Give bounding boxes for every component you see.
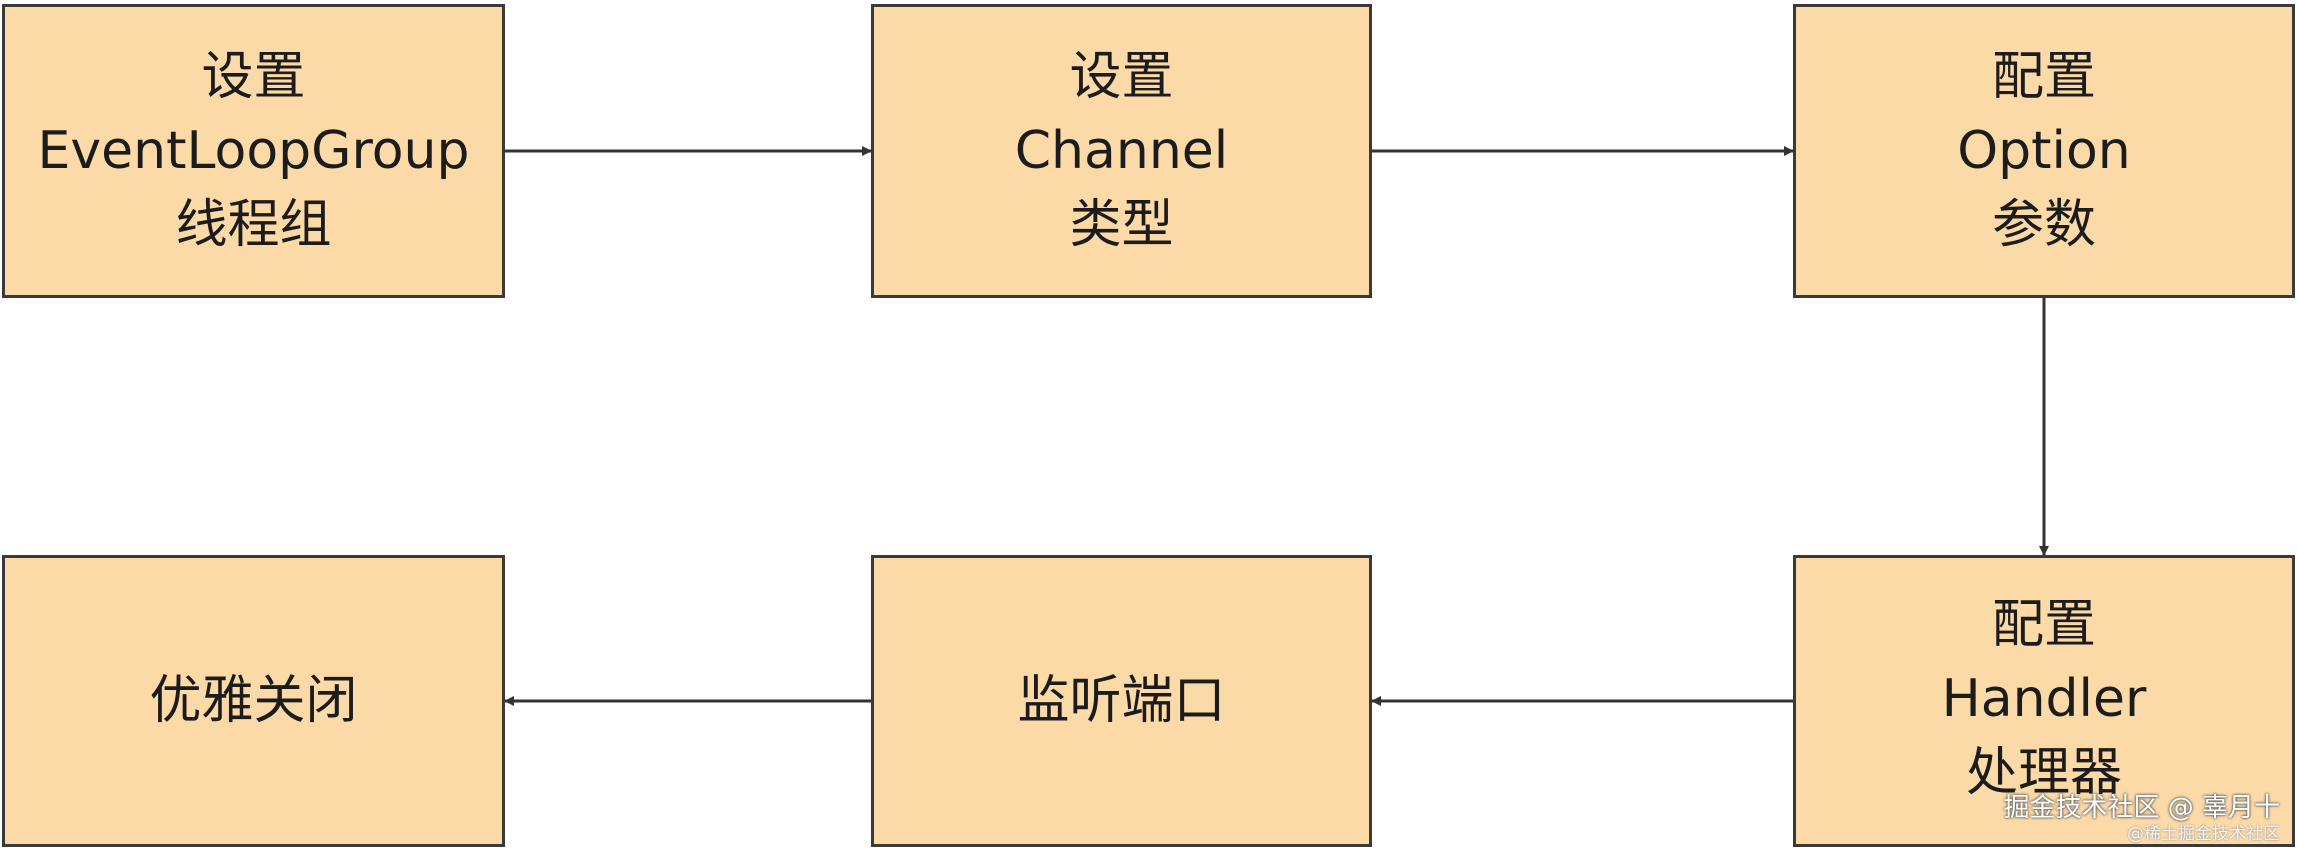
node-listen-port: 监听端口 bbox=[871, 555, 1372, 847]
node-line: 类型 bbox=[1069, 195, 1174, 255]
node-line: Handler bbox=[1941, 669, 2147, 729]
node-line: 线程组 bbox=[175, 195, 332, 255]
node-graceful-shutdown: 优雅关闭 bbox=[2, 555, 505, 847]
node-line: 处理器 bbox=[1965, 743, 2122, 803]
node-line: 监听端口 bbox=[1017, 671, 1226, 731]
node-line: 优雅关闭 bbox=[149, 671, 358, 731]
node-line: 配置 bbox=[1991, 595, 2096, 655]
node-config-option: 配置 Option 参数 bbox=[1793, 4, 2295, 298]
node-config-handler: 配置 Handler 处理器 bbox=[1793, 555, 2295, 847]
node-set-channel-type: 设置 Channel 类型 bbox=[871, 4, 1372, 298]
node-line: 参数 bbox=[1991, 195, 2096, 255]
node-set-eventloopgroup: 设置 EventLoopGroup 线程组 bbox=[2, 4, 505, 298]
node-line: Channel bbox=[1014, 121, 1229, 181]
node-line: 设置 bbox=[201, 47, 306, 107]
node-line: 设置 bbox=[1069, 47, 1174, 107]
node-line: Option bbox=[1957, 121, 2131, 181]
node-line: EventLoopGroup bbox=[37, 121, 470, 181]
node-line: 配置 bbox=[1991, 47, 2096, 107]
